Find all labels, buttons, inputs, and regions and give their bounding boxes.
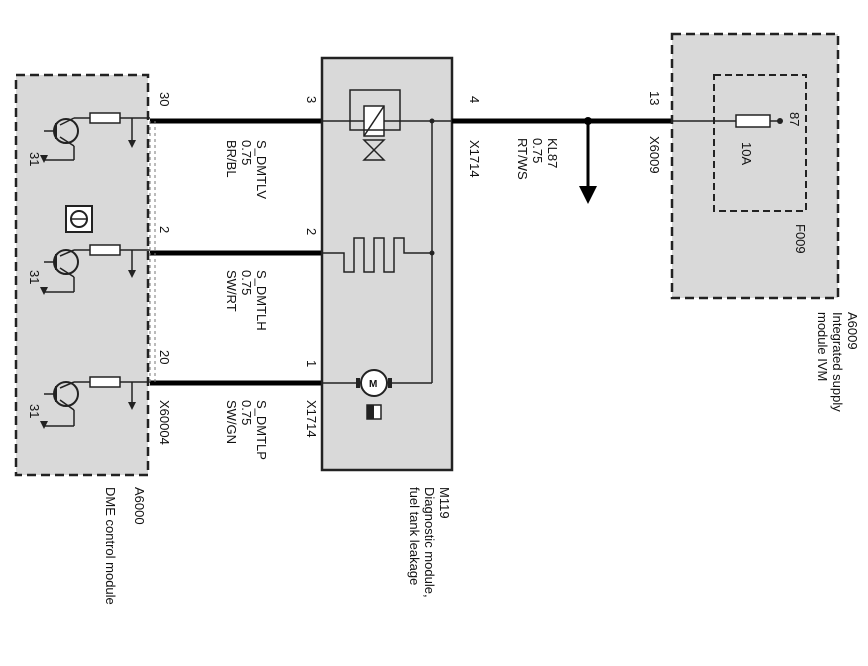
wire-1-gauge: 0.75 (239, 140, 254, 165)
supply-gauge: 0.75 (530, 138, 545, 163)
ivm-module: 87 10A F009 A6009 Integrated supply modu… (670, 32, 860, 412)
wire-1-signal: S_DMTLV (254, 140, 269, 199)
fuse-icon (735, 114, 771, 128)
dme-pin-label-3: 20 (157, 350, 172, 364)
ivm-module-name-2: module IVM (815, 312, 830, 381)
m119-pin-label-1: 1 (304, 360, 319, 367)
ivm-pin-label-13: 13 (647, 91, 662, 105)
wire-2-gauge: 0.75 (239, 270, 254, 295)
ivm-module-name-1: Integrated supply (830, 312, 845, 412)
supply-signal: KL87 (545, 138, 560, 168)
wire-1-color: BR/BL (224, 140, 239, 178)
m119-pin-label-3: 3 (304, 96, 319, 103)
m119-module: M M119 Diagnostic module, fuel tank leak… (320, 56, 454, 598)
dme-ground-label-2: 31 (27, 270, 42, 284)
m119-connector-label-left: X1714 (304, 400, 319, 438)
dme-pin-label-1: 30 (157, 92, 172, 106)
ivm-module-code: A6009 (845, 312, 860, 350)
dme-ground-label-1: 31 (27, 152, 42, 166)
dme-driver-3: 31 (27, 376, 150, 429)
m119-pin-label-2: 2 (304, 228, 319, 235)
supply-color: RT/WS (515, 138, 530, 180)
dme-driver-2: 31 (27, 244, 150, 295)
m119-module-name-2: fuel tank leakage (407, 487, 422, 585)
solenoid-valve-symbol (322, 89, 432, 161)
dme-module-box (14, 73, 150, 477)
dme-module-name: DME control module (103, 487, 118, 605)
ivm-connector-label: X6009 (647, 136, 662, 174)
wire-2-color: SW/RT (224, 270, 239, 312)
pump-motor-symbol: M (322, 369, 432, 420)
m119-pin-label-4: 4 (467, 96, 482, 103)
fuse-pin-label: 87 (787, 112, 802, 126)
down-arrow-icon (579, 186, 597, 204)
ivm-module-box (670, 32, 840, 300)
m119-module-name-1: Diagnostic module, (422, 487, 437, 598)
heater-element-symbol (322, 237, 432, 273)
dme-driver-1: 31 (27, 112, 150, 166)
fuse-id: F009 (793, 224, 808, 254)
dme-sensor-symbol (65, 205, 93, 233)
harness-wires (149, 118, 322, 386)
m119-connector-label-right: X1714 (467, 140, 482, 178)
m119-module-code: M119 (437, 487, 452, 519)
dme-module: 31 31 (14, 73, 150, 605)
wire-2-signal: S_DMTLH (254, 270, 269, 331)
svg-text:M: M (369, 379, 377, 390)
fuse-rating: 10A (739, 142, 754, 165)
supply-wire (452, 117, 672, 204)
dme-pin-label-2: 2 (157, 226, 172, 233)
dme-module-code: A6000 (132, 487, 147, 525)
wire-3-color: SW/GN (224, 400, 239, 444)
wire-3-signal: S_DMTLP (254, 400, 269, 460)
dme-connector-label: X60004 (157, 400, 172, 445)
dme-ground-label-3: 31 (27, 404, 42, 418)
fuse-box (713, 74, 807, 212)
wire-3-gauge: 0.75 (239, 400, 254, 425)
